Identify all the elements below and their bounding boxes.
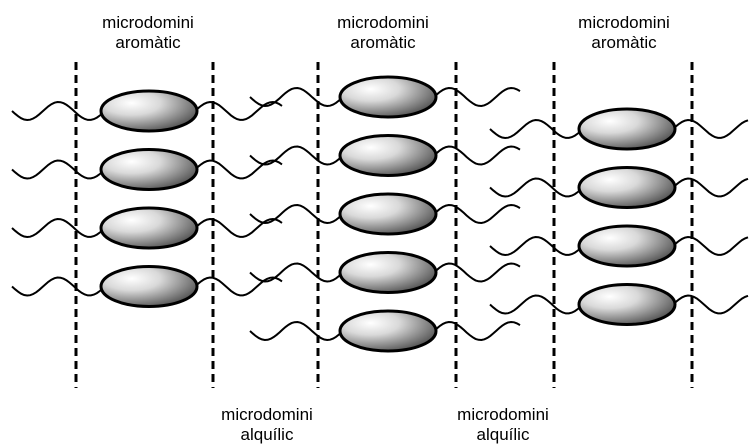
molecule (490, 109, 748, 149)
alkyl-chain-left (12, 161, 103, 179)
aromatic-core-ellipse (340, 253, 436, 293)
alkyl-chain-right (673, 296, 748, 314)
alkyl-chain-left (12, 278, 103, 296)
molecule (490, 226, 748, 266)
label-aromatic-2: microdomini aromàtic (303, 13, 463, 53)
alkyl-chain-left (490, 296, 581, 314)
aromatic-core-ellipse (579, 109, 675, 149)
aromatic-core-ellipse (101, 208, 197, 248)
alkyl-chain-left (250, 205, 342, 223)
alkyl-chain-right (434, 264, 520, 282)
label-aromatic-1: microdomini aromàtic (68, 13, 228, 53)
aromatic-core-ellipse (579, 226, 675, 266)
alkyl-chain-right (673, 179, 748, 197)
molecules (12, 77, 748, 351)
alkyl-chain-right (673, 120, 748, 138)
molecule (250, 253, 520, 293)
label-line: microdomini (423, 405, 583, 425)
alkyl-chain-right (434, 147, 520, 165)
molecule (250, 194, 520, 234)
label-line: aromàtic (303, 33, 463, 53)
alkyl-chain-left (250, 322, 342, 340)
alkyl-chain-right (434, 88, 520, 106)
aromatic-core-ellipse (579, 285, 675, 325)
alkyl-chain-left (12, 102, 103, 120)
label-aromatic-3: microdomini aromàtic (544, 13, 704, 53)
molecule (12, 267, 282, 307)
label-line: microdomini (303, 13, 463, 33)
alkyl-chain-right (673, 237, 748, 255)
alkyl-chain-left (250, 88, 342, 106)
molecule (12, 91, 282, 131)
alkyl-chain-left (490, 179, 581, 197)
molecule (490, 285, 748, 325)
aromatic-core-ellipse (340, 77, 436, 117)
alkyl-chain-left (490, 120, 581, 138)
label-line: microdomini (187, 405, 347, 425)
label-alkyl-2: microdomini alquílic (423, 405, 583, 445)
alkyl-chain-left (490, 237, 581, 255)
aromatic-core-ellipse (340, 311, 436, 351)
molecule (250, 136, 520, 176)
molecule (250, 311, 520, 351)
label-line: microdomini (68, 13, 228, 33)
molecule (12, 208, 282, 248)
molecule (250, 77, 520, 117)
alkyl-chain-left (12, 219, 103, 237)
molecule (12, 150, 282, 190)
aromatic-core-ellipse (101, 150, 197, 190)
label-line: alquílic (423, 425, 583, 445)
label-line: aromàtic (544, 33, 704, 53)
alkyl-chain-left (250, 264, 342, 282)
alkyl-chain-right (434, 205, 520, 223)
aromatic-core-ellipse (340, 194, 436, 234)
alkyl-chain-left (250, 147, 342, 165)
label-line: microdomini (544, 13, 704, 33)
label-line: aromàtic (68, 33, 228, 53)
aromatic-core-ellipse (101, 267, 197, 307)
label-alkyl-1: microdomini alquílic (187, 405, 347, 445)
aromatic-core-ellipse (579, 168, 675, 208)
aromatic-core-ellipse (101, 91, 197, 131)
molecule (490, 168, 748, 208)
aromatic-core-ellipse (340, 136, 436, 176)
alkyl-chain-right (434, 322, 520, 340)
label-line: alquílic (187, 425, 347, 445)
